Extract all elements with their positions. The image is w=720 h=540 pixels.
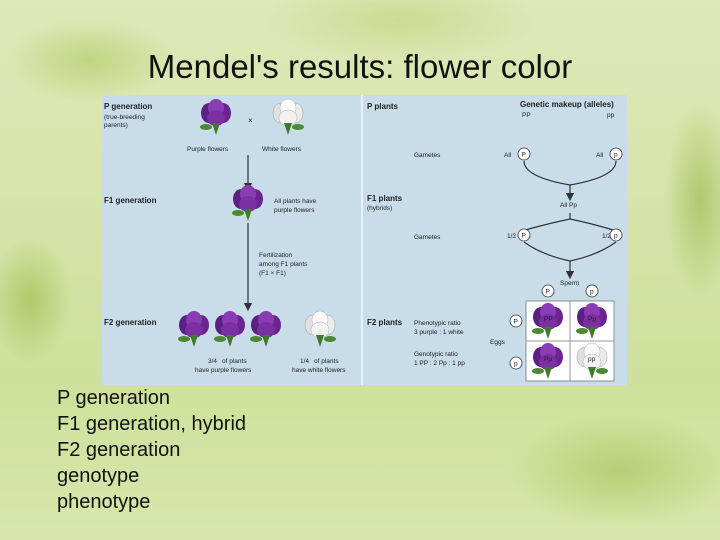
phenotypic-ratio-value: 3 purple : 1 white (414, 329, 464, 336)
f1-purple-flower-icon (232, 185, 263, 221)
sperm-label: Sperm (560, 280, 579, 287)
fertilization-line2: among F1 plants (259, 261, 308, 268)
sperm-circle (541, 284, 555, 298)
f1-note-line1: All plants have (274, 198, 317, 205)
right-panel: P plants Genetic makeup (alleles) PP pp … (367, 100, 623, 382)
pp-left-genotype: PP (522, 112, 531, 119)
genotypic-ratio-label: Genotypic ratio (414, 351, 458, 358)
half-left: 1/2 (507, 233, 516, 240)
pp-right-genotype: pp (607, 112, 615, 119)
f1-generation-label: F1 generation (104, 196, 157, 205)
punnett-cell-4: pp (588, 356, 596, 363)
gametes-label: Gametes (414, 152, 441, 159)
gamete-circle (517, 228, 531, 242)
punnett-cell-1: PP (544, 316, 553, 323)
all-pp-label: All Pp (560, 202, 577, 209)
fertilization-line1: Fertilization (259, 252, 293, 259)
white-flowers-label: White flowers (262, 146, 302, 153)
purple-flowers-label: Purple flowers (187, 146, 229, 153)
p-white-flower-icon (272, 98, 305, 136)
f2-plants-label: F2 plants (367, 318, 403, 327)
white-note-line1: of plants (314, 358, 339, 365)
term-item: P generation (57, 387, 171, 409)
p-generation-sub1: (true-breeding (104, 114, 145, 121)
white-note-line2: have white flowers (292, 367, 346, 374)
egg-p-letter: P (514, 319, 518, 326)
gamete-circle (609, 147, 623, 161)
all-right-label: All (596, 152, 604, 159)
sperm-circle (585, 284, 599, 298)
left-panel: P generation (true-breeding parents) × P… (104, 98, 346, 374)
f2-purple-flower-icon (178, 311, 209, 347)
p-purple-flower-icon (200, 99, 231, 135)
hybrids-label: (hybrids) (367, 205, 392, 212)
gamete-small-p-letter: p (614, 152, 618, 159)
f1-note-line2: purple flowers (274, 207, 315, 214)
egg-circle (509, 356, 523, 370)
punnett-cell-2: Pp (588, 316, 596, 323)
sperm-small-p-letter: p (590, 289, 594, 296)
gamete-merge-arrow-2 (523, 241, 617, 262)
egg-circle (509, 314, 523, 328)
gamete-p-letter: P (522, 152, 526, 159)
genotypic-ratio-value: 1 PP : 2 Pp : 1 pp (414, 360, 465, 367)
fertilization-line3: (F1 × F1) (259, 270, 286, 277)
term-item: genotype (57, 465, 140, 487)
eggs-label: Eggs (490, 339, 506, 346)
half-right: 1/2 (602, 233, 611, 240)
cross-symbol: × (248, 116, 253, 125)
slide-title: Mendel's results: flower color (147, 48, 573, 85)
f2-white-flower-icon (304, 310, 337, 348)
purple-fraction: 3/4 (208, 358, 217, 365)
f1-plants-label: F1 plants (367, 194, 403, 203)
gametes2-label: Gametes (414, 234, 441, 241)
gamete-merge-arrow (523, 160, 617, 186)
gamete-circle (609, 228, 623, 242)
term-item: phenotype (57, 491, 151, 513)
gamete-circle (517, 147, 531, 161)
p-generation-label: P generation (104, 102, 152, 111)
p-generation-sub2: parents) (104, 122, 128, 129)
purple-note-line2: have purple flowers (195, 367, 252, 374)
f1-split-arrow (521, 213, 617, 232)
egg-small-p-letter: p (514, 361, 518, 368)
f2-purple-flower-icon (250, 311, 281, 347)
purple-note-line1: of plants (222, 358, 247, 365)
f2-purple-flower-icon (214, 311, 245, 347)
phenotypic-ratio-label: Phenotypic ratio (414, 320, 461, 327)
cross-diagram-svg: P generation (true-breeding parents) × P… (104, 95, 623, 385)
sperm-p-letter: P (546, 289, 550, 296)
p-plants-label: P plants (367, 102, 399, 111)
f2-generation-label: F2 generation (104, 318, 157, 327)
mendel-cross-figure: P generation (true-breeding parents) × P… (102, 95, 627, 385)
term-item: F2 generation (57, 439, 181, 461)
white-fraction: 1/4 (300, 358, 309, 365)
all-left-label: All (504, 152, 512, 159)
term-item: F1 generation, hybrid (57, 413, 247, 435)
terms-list: P generation F1 generation, hybrid F2 ge… (57, 385, 246, 515)
gamete-small-p-letter: p (614, 233, 618, 240)
punnett-square: PP Pp Pp pp (525, 300, 615, 382)
gamete-p-letter: P (522, 233, 526, 240)
punnett-cell-3: Pp (544, 356, 552, 363)
genetic-makeup-label: Genetic makeup (alleles) (520, 100, 614, 109)
